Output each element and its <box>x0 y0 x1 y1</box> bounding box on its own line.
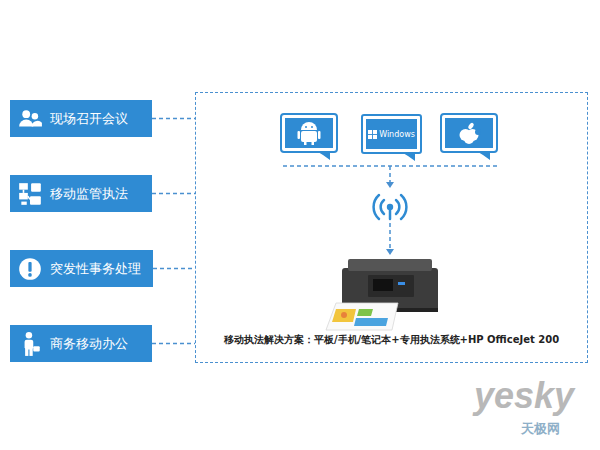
dashed-arrow <box>389 223 391 250</box>
windows-logo <box>368 130 377 139</box>
scenario-label: 现场召开会议 <box>50 111 128 127</box>
dashed-arrow <box>389 166 391 183</box>
monitor-tail <box>403 153 415 161</box>
scenario-icon-art <box>17 331 43 357</box>
text-wrap: 移动监管执法 <box>50 186 134 202</box>
text-wrap: 现场召开会议 <box>50 111 134 127</box>
scenario-icon <box>10 175 50 212</box>
screen-face: Windows <box>366 119 417 149</box>
text-wrap: 突发性事务处理 <box>50 261 147 277</box>
solution-region: 移动执法解决方案：平板/手机/笔记本+专用执法系统+HP OfficeJet 2… <box>195 92 588 363</box>
text-wrap: 商务移动办公 <box>50 336 134 352</box>
solution-caption: 移动执法解决方案：平板/手机/笔记本+专用执法系统+HP OfficeJet 2… <box>196 333 587 347</box>
scenario-icon <box>10 325 50 362</box>
arrow-head <box>386 249 394 255</box>
scenario-label: 突发性事务处理 <box>50 261 141 277</box>
scenario-box: 商务移动办公 <box>10 325 152 362</box>
dashed-connector <box>152 193 195 195</box>
scenario-icon-art <box>17 256 43 282</box>
scenario-icon <box>10 100 50 137</box>
printer <box>326 259 438 330</box>
scenario-icon-art <box>17 106 43 132</box>
dashed-connector <box>152 343 195 345</box>
scenario-box: 突发性事务处理 <box>10 250 153 287</box>
scenario-label: 商务移动办公 <box>50 336 128 352</box>
os-label: Windows <box>379 130 415 139</box>
arrow-head <box>386 182 394 188</box>
scenario-icon-art <box>17 181 43 207</box>
watermark: yesky <box>474 378 574 414</box>
dashed-connector <box>153 268 195 270</box>
device-screen: Windows <box>361 114 422 154</box>
watermark: 天极网 <box>521 422 560 435</box>
scenario-label: 移动监管执法 <box>50 186 128 202</box>
scenario-icon <box>10 250 50 287</box>
android-monitor <box>281 114 337 160</box>
scenario-box: 移动监管执法 <box>10 175 152 212</box>
wifi-symbol <box>374 195 407 219</box>
dashed-connector <box>152 118 195 120</box>
scenario-box: 现场召开会议 <box>10 100 152 137</box>
apple-monitor <box>441 114 497 160</box>
